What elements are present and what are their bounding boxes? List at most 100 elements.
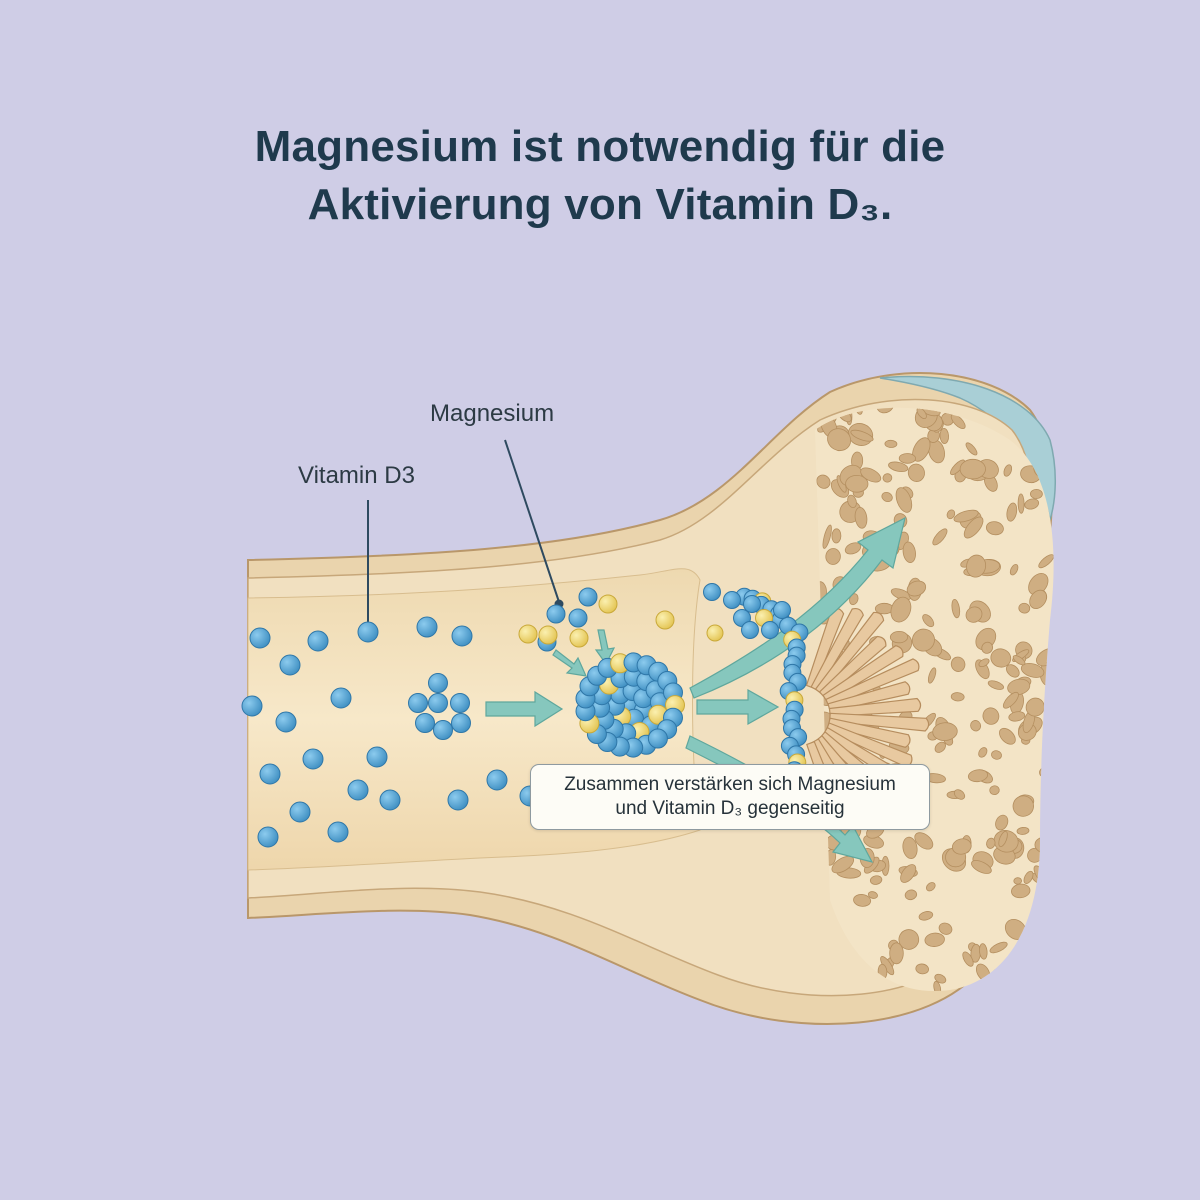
bone-pore	[990, 648, 1012, 668]
bone-pore	[926, 882, 936, 892]
bone-pore	[999, 727, 1016, 745]
bone-pore	[1017, 493, 1025, 514]
trabecula	[828, 712, 930, 732]
label-vitamin-d3: Vitamin D3	[298, 462, 415, 489]
bone-pore	[1003, 464, 1013, 477]
bone-pore	[1038, 554, 1054, 569]
bone-pore	[822, 524, 832, 549]
bone-pore	[963, 516, 984, 539]
bone-pore	[932, 722, 958, 741]
bone-pore	[1011, 883, 1031, 899]
vitamin-d3-particle	[773, 601, 791, 619]
vitamin-d3-particle	[275, 711, 297, 733]
vitamin-d3-particle	[416, 616, 438, 638]
trabecula	[822, 645, 904, 703]
bone-pore	[979, 943, 988, 960]
bone-pore	[1012, 655, 1026, 666]
vitamin-d3-particle	[578, 587, 598, 607]
bone-pore	[902, 836, 918, 860]
bone-pore	[978, 747, 988, 758]
bone-pore	[890, 596, 912, 623]
bone-pore	[938, 922, 953, 935]
bone-pore	[965, 606, 983, 623]
bone-pore	[889, 942, 904, 965]
vitamin-d3-particle	[743, 595, 761, 613]
vitamin-d3-particle	[447, 789, 469, 811]
bone-pore	[1028, 573, 1049, 596]
vitamin-d3-particle	[289, 801, 311, 823]
bone-pore	[1025, 697, 1045, 717]
bone-pore	[1020, 662, 1045, 678]
vitamin-d3-particle	[257, 826, 279, 848]
bone-pore	[995, 814, 1009, 831]
magnesium-particle	[598, 594, 618, 614]
bone-pore	[932, 528, 948, 546]
bone-pore	[1009, 563, 1019, 576]
bone-pore	[987, 680, 1005, 690]
bone-pore	[860, 467, 882, 483]
bone-pore	[982, 707, 1000, 725]
leader-magnesium	[504, 439, 560, 603]
bone-pore	[933, 980, 942, 992]
bone-pore	[981, 641, 994, 654]
bone-pore	[959, 458, 986, 480]
vitamin-d3-particle	[415, 713, 435, 733]
vitamin-d3-particle	[279, 654, 301, 676]
bone-pore	[904, 889, 918, 901]
trabecula	[827, 717, 911, 748]
bone-pore	[912, 437, 931, 462]
vitamin-d3-particle	[259, 763, 281, 785]
bone-pore	[869, 875, 883, 885]
bone-pore	[953, 789, 966, 800]
bone-pore	[950, 692, 965, 702]
title-line-1: Magnesium ist notwendig für die	[254, 122, 946, 171]
bone-pore	[970, 720, 982, 732]
callout-line-1: Zusammen verstärken sich Magnesium	[564, 774, 896, 795]
vitamin-d3-particle	[357, 621, 379, 643]
arrow-inflow-2	[594, 629, 616, 666]
magnesium-particle	[655, 610, 675, 630]
vitamin-d3-particle	[347, 779, 369, 801]
bone-pore	[1029, 589, 1047, 610]
bone-pore	[1008, 711, 1026, 722]
vitamin-d3-particle	[330, 687, 352, 709]
vitamin-d3-particle	[327, 821, 349, 843]
bone-pore	[986, 837, 996, 849]
bone-pore	[1023, 870, 1034, 884]
magnesium-particle	[706, 624, 724, 642]
magnesium-particle	[518, 624, 538, 644]
bone-pore	[1041, 785, 1054, 802]
bone-pore	[906, 580, 927, 597]
bone-pore	[934, 973, 947, 984]
callout-box: Zusammen verstärken sich Magnesium und V…	[530, 764, 930, 830]
bone-pore	[888, 461, 909, 473]
vitamin-d3-particle	[451, 713, 471, 733]
bone-pore	[993, 985, 1009, 992]
vitamin-d3-particle	[647, 728, 668, 749]
vitamin-d3-particle	[241, 695, 263, 717]
vitamin-d3-particle	[428, 673, 448, 693]
bone-pore	[1032, 940, 1053, 964]
bone-pore	[966, 554, 987, 578]
bone-pore	[895, 487, 913, 513]
bone-pore	[882, 473, 893, 483]
bone-pore	[850, 429, 874, 442]
bone-pore	[853, 894, 872, 907]
trabecula	[825, 658, 920, 708]
vitamin-d3-particle	[433, 720, 453, 740]
bone-pore	[946, 509, 956, 520]
vitamin-d3-particle	[307, 630, 329, 652]
bone-pore	[1024, 498, 1040, 510]
bone-pore	[1002, 691, 1019, 709]
vitamin-d3-particle	[546, 604, 566, 624]
vitamin-d3-particle	[450, 693, 470, 713]
vitamin-d3-particle	[366, 746, 388, 768]
magnesium-particle	[538, 625, 558, 645]
vitamin-d3-particle	[486, 769, 508, 791]
bone-pore	[1016, 826, 1030, 835]
bone-pore	[978, 658, 990, 668]
bone-pore	[1013, 877, 1022, 885]
bone-pore	[965, 442, 978, 456]
trabecula	[827, 681, 911, 713]
